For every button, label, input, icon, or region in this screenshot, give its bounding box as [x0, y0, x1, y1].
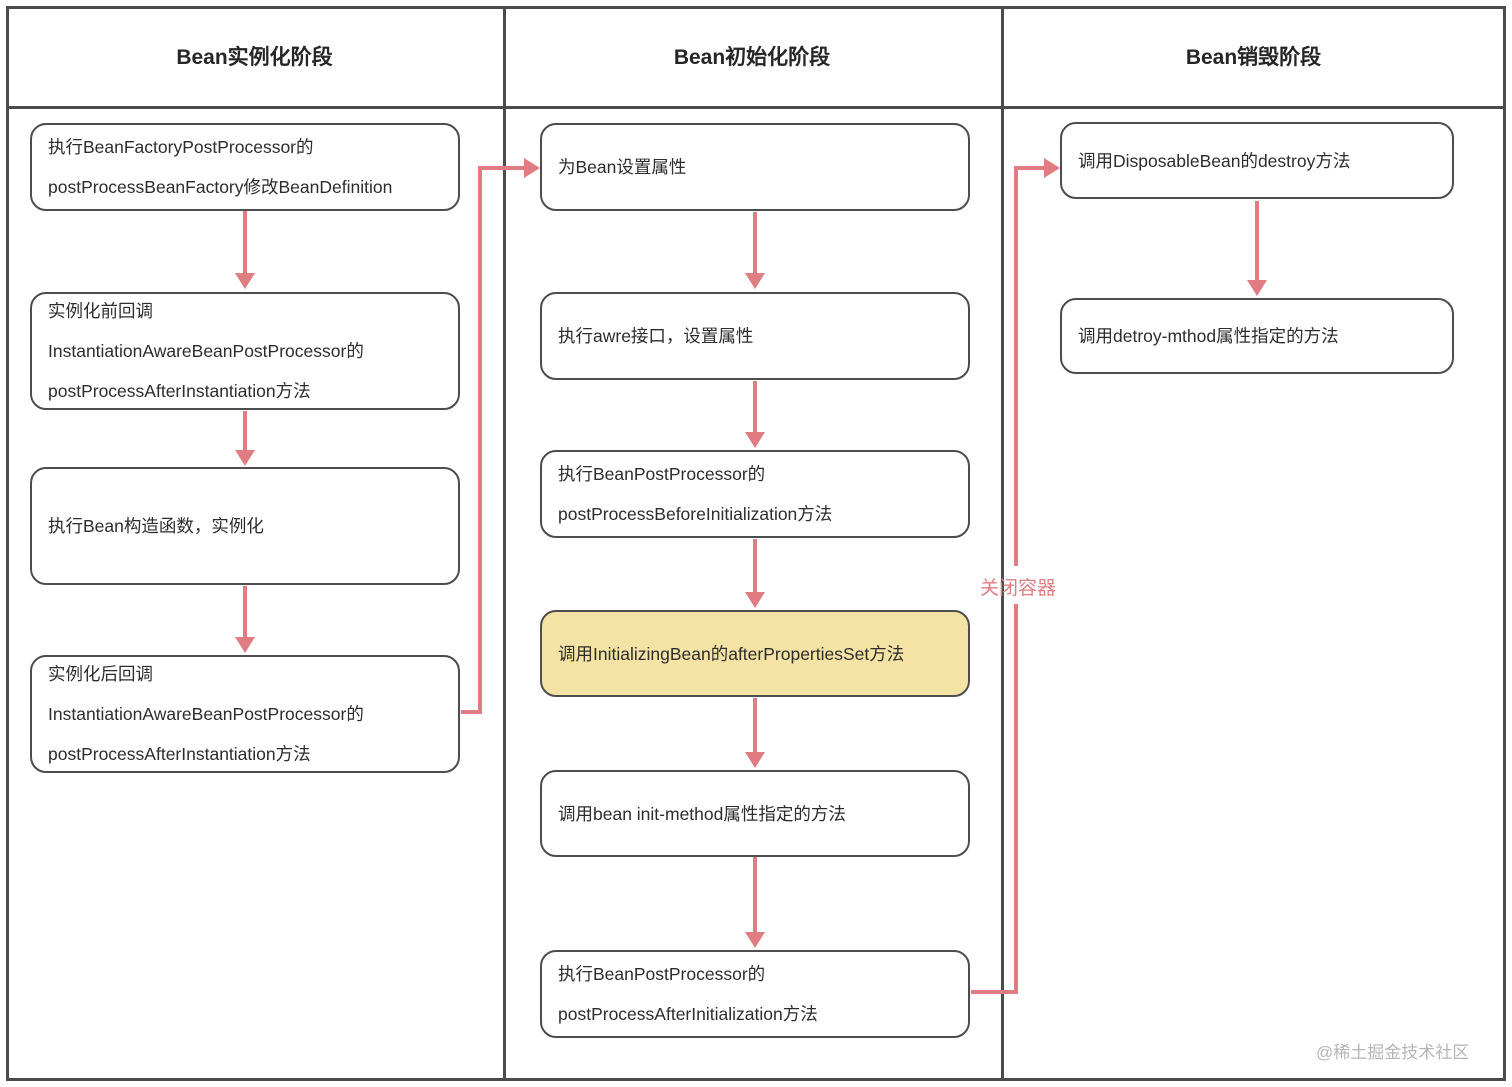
node-text: 实例化后回调: [48, 664, 153, 684]
arrow-down-icon: [745, 698, 765, 768]
connector-close-container: [1014, 604, 1018, 994]
node-text: postProcessAfterInstantiation方法: [48, 744, 311, 764]
node-text: 执行BeanPostProcessor的: [558, 464, 766, 484]
node-text: 执行awre接口，设置属性: [558, 326, 754, 346]
node-after-properties-set: 调用InitializingBean的afterPropertiesSet方法: [540, 610, 970, 697]
watermark: @稀土掘金技术社区: [1316, 1043, 1470, 1062]
node-text: 执行BeanPostProcessor的: [558, 964, 766, 984]
lane-divider-2: [1001, 6, 1004, 1081]
node-text: postProcessBeanFactory修改BeanDefinition: [48, 177, 393, 197]
connector-instantiation-to-init: [461, 710, 481, 714]
node-text: postProcessAfterInitialization方法: [558, 1004, 818, 1024]
node-text: 调用DisposableBean的destroy方法: [1078, 150, 1351, 171]
lane-title-destruction: Bean销毁阶段: [1185, 46, 1322, 69]
node-bean-factory-post-processor: 执行BeanFactoryPostProcessor的 postProcessB…: [30, 123, 460, 211]
node-disposable-bean-destroy: 调用DisposableBean的destroy方法: [1060, 122, 1454, 199]
node-text: 执行BeanFactoryPostProcessor的: [48, 137, 314, 157]
connector-close-container: [971, 990, 1018, 994]
node-init-method: 调用bean init-method属性指定的方法: [540, 770, 970, 857]
arrow-down-icon: [745, 539, 765, 608]
arrow-down-icon: [745, 381, 765, 448]
node-text: 调用detroy-mthod属性指定的方法: [1078, 326, 1339, 346]
close-container-label: 关闭容器: [979, 578, 1056, 599]
node-text: postProcessBeforeInitialization方法: [558, 504, 833, 524]
lane-title-instantiation: Bean实例化阶段: [176, 46, 333, 69]
connector-instantiation-to-init: [478, 166, 482, 714]
lane-divider-1: [503, 6, 506, 1081]
node-aware-interface: 执行awre接口，设置属性: [540, 292, 970, 380]
connector-close-container: [1014, 166, 1046, 170]
arrow-right-icon: [1044, 158, 1060, 178]
node-text: 调用bean init-method属性指定的方法: [558, 803, 846, 824]
node-text: postProcessAfterInstantiation方法: [48, 381, 311, 401]
arrow-down-icon: [235, 586, 255, 653]
connector-instantiation-to-init: [478, 166, 526, 170]
arrow-down-icon: [235, 411, 255, 466]
node-after-initialization: 执行BeanPostProcessor的 postProcessAfterIni…: [540, 950, 970, 1038]
node-constructor: 执行Bean构造函数，实例化: [30, 467, 460, 585]
node-text: InstantiationAwareBeanPostProcessor的: [48, 341, 364, 361]
connector-close-container: [1014, 166, 1018, 566]
arrow-right-icon: [524, 158, 540, 178]
node-destroy-method: 调用detroy-mthod属性指定的方法: [1060, 298, 1454, 374]
node-text: InstantiationAwareBeanPostProcessor的: [48, 704, 364, 724]
arrow-down-icon: [235, 211, 255, 289]
node-pre-instantiation-callback: 实例化前回调 InstantiationAwareBeanPostProcess…: [30, 292, 460, 410]
node-text: 调用InitializingBean的afterPropertiesSet方法: [558, 643, 905, 664]
arrow-down-icon: [745, 857, 765, 948]
node-text: 执行Bean构造函数，实例化: [48, 516, 264, 536]
node-set-properties: 为Bean设置属性: [540, 123, 970, 211]
diagram-outer-frame: [6, 6, 1506, 1081]
arrow-down-icon: [745, 212, 765, 289]
arrow-down-icon: [1247, 201, 1267, 296]
node-post-instantiation-callback: 实例化后回调 InstantiationAwareBeanPostProcess…: [30, 655, 460, 773]
lane-title-initialization: Bean初始化阶段: [673, 46, 831, 69]
header-separator: [6, 106, 1506, 109]
node-before-initialization: 执行BeanPostProcessor的 postProcessBeforeIn…: [540, 450, 970, 538]
node-text: 为Bean设置属性: [558, 157, 687, 177]
node-text: 实例化前回调: [48, 301, 153, 321]
